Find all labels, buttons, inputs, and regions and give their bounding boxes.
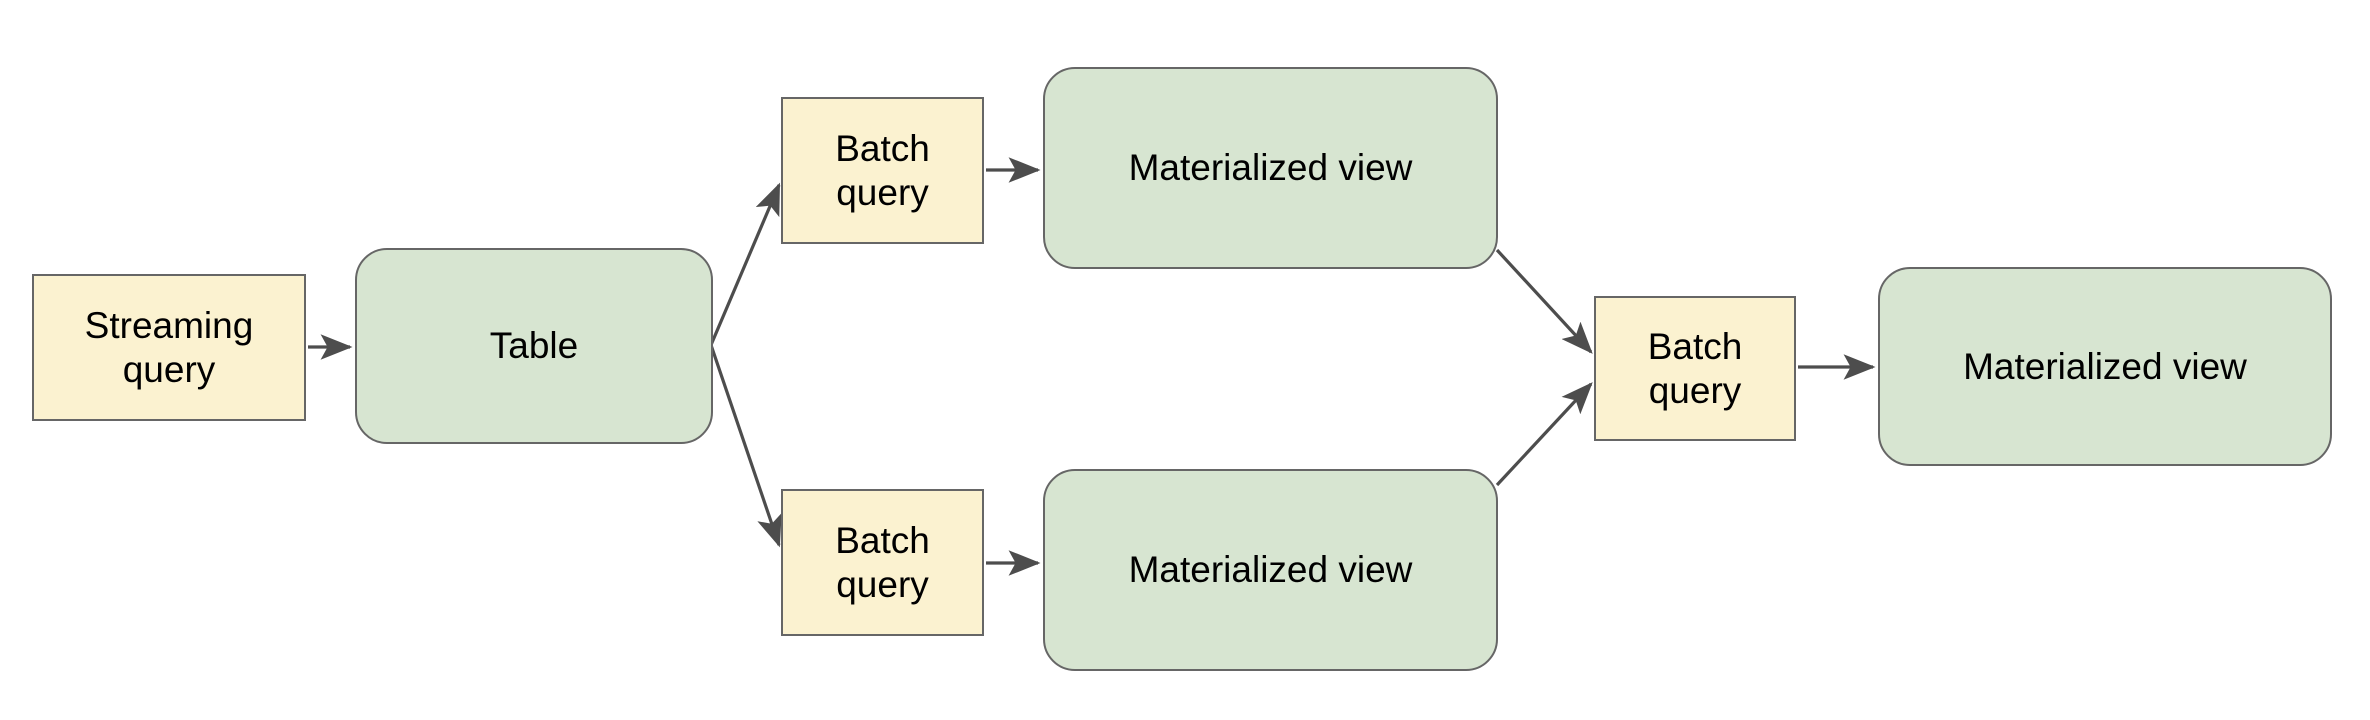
node-streaming-query-label: Streaming query: [84, 304, 254, 390]
node-batch-query-bottom-label: Batch query: [835, 519, 930, 605]
node-batch-query-center-label: Batch query: [1647, 325, 1743, 411]
edge-table-to-batch-bottom: [709, 344, 782, 548]
node-batch-query-top-label: Batch query: [835, 127, 930, 213]
node-streaming-query[interactable]: Streaming query: [32, 274, 306, 421]
node-table-label: Table: [489, 325, 579, 367]
node-batch-query-top[interactable]: Batch query: [781, 97, 984, 244]
node-table[interactable]: Table: [355, 248, 713, 444]
node-materialized-view-top[interactable]: Materialized view: [1043, 67, 1498, 269]
edge-mv-bottom-to-batch-center: [1495, 382, 1593, 487]
node-materialized-view-bottom-label: Materialized view: [1128, 549, 1413, 591]
node-materialized-view-final-label: Materialized view: [1963, 345, 2247, 387]
node-materialized-view-bottom[interactable]: Materialized view: [1043, 469, 1498, 671]
edge-mv-top-to-batch-center: [1495, 248, 1593, 354]
node-batch-query-bottom[interactable]: Batch query: [781, 489, 984, 636]
edge-table-to-batch-top: [709, 182, 781, 346]
node-batch-query-center[interactable]: Batch query: [1594, 296, 1796, 441]
node-materialized-view-top-label: Materialized view: [1128, 147, 1413, 189]
node-materialized-view-final[interactable]: Materialized view: [1878, 267, 2332, 466]
